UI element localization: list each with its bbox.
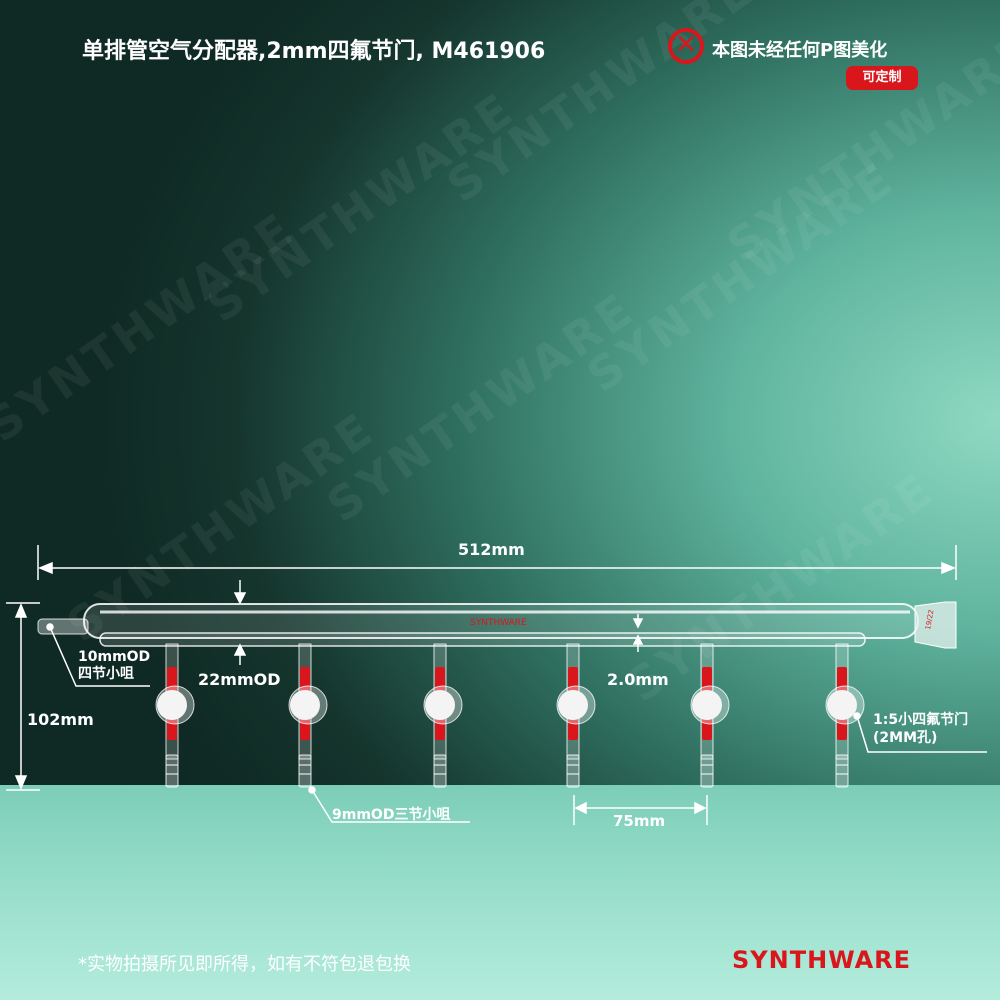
outlet-label: 9mmOD三节小咀 <box>332 807 451 823</box>
dimension-wall: 2.0mm <box>607 670 669 689</box>
customizable-badge: 可定制 <box>846 66 918 90</box>
dimension-main-od: 22mmOD <box>198 670 281 689</box>
page-title: 单排管空气分配器,2mm四氟节门, M461906 <box>82 39 546 64</box>
dimension-length: 512mm <box>458 540 525 559</box>
outlets <box>155 643 865 788</box>
glass-manifold: 19/22 SYNTHWARE <box>37 601 957 649</box>
dimension-spacing: 75mm <box>613 812 666 830</box>
brand-logo: SYNTHWARE <box>732 946 912 974</box>
outlet-stopcock <box>556 643 596 788</box>
dimension-height: 102mm <box>27 710 94 729</box>
outlet-stopcock <box>423 643 463 788</box>
floor-surface <box>0 785 1000 1000</box>
outlet-stopcock <box>690 643 730 788</box>
dimension-lines <box>6 545 987 825</box>
footnote: *实物拍摄所见即所得，如有不符包退包换 <box>78 954 411 975</box>
outlet-stopcock <box>825 643 865 788</box>
tube-logo: SYNTHWARE <box>470 618 527 628</box>
outlet-stopcock <box>155 643 195 788</box>
valve-label: 1:5小四氟节门(2MM孔) <box>873 712 969 746</box>
outlet-stopcock <box>288 643 328 788</box>
x-circle-icon: ✕ <box>668 28 704 64</box>
no-edit-note: 本图未经任何P图美化 <box>712 40 888 61</box>
joint-label: 19/22 <box>924 609 935 630</box>
